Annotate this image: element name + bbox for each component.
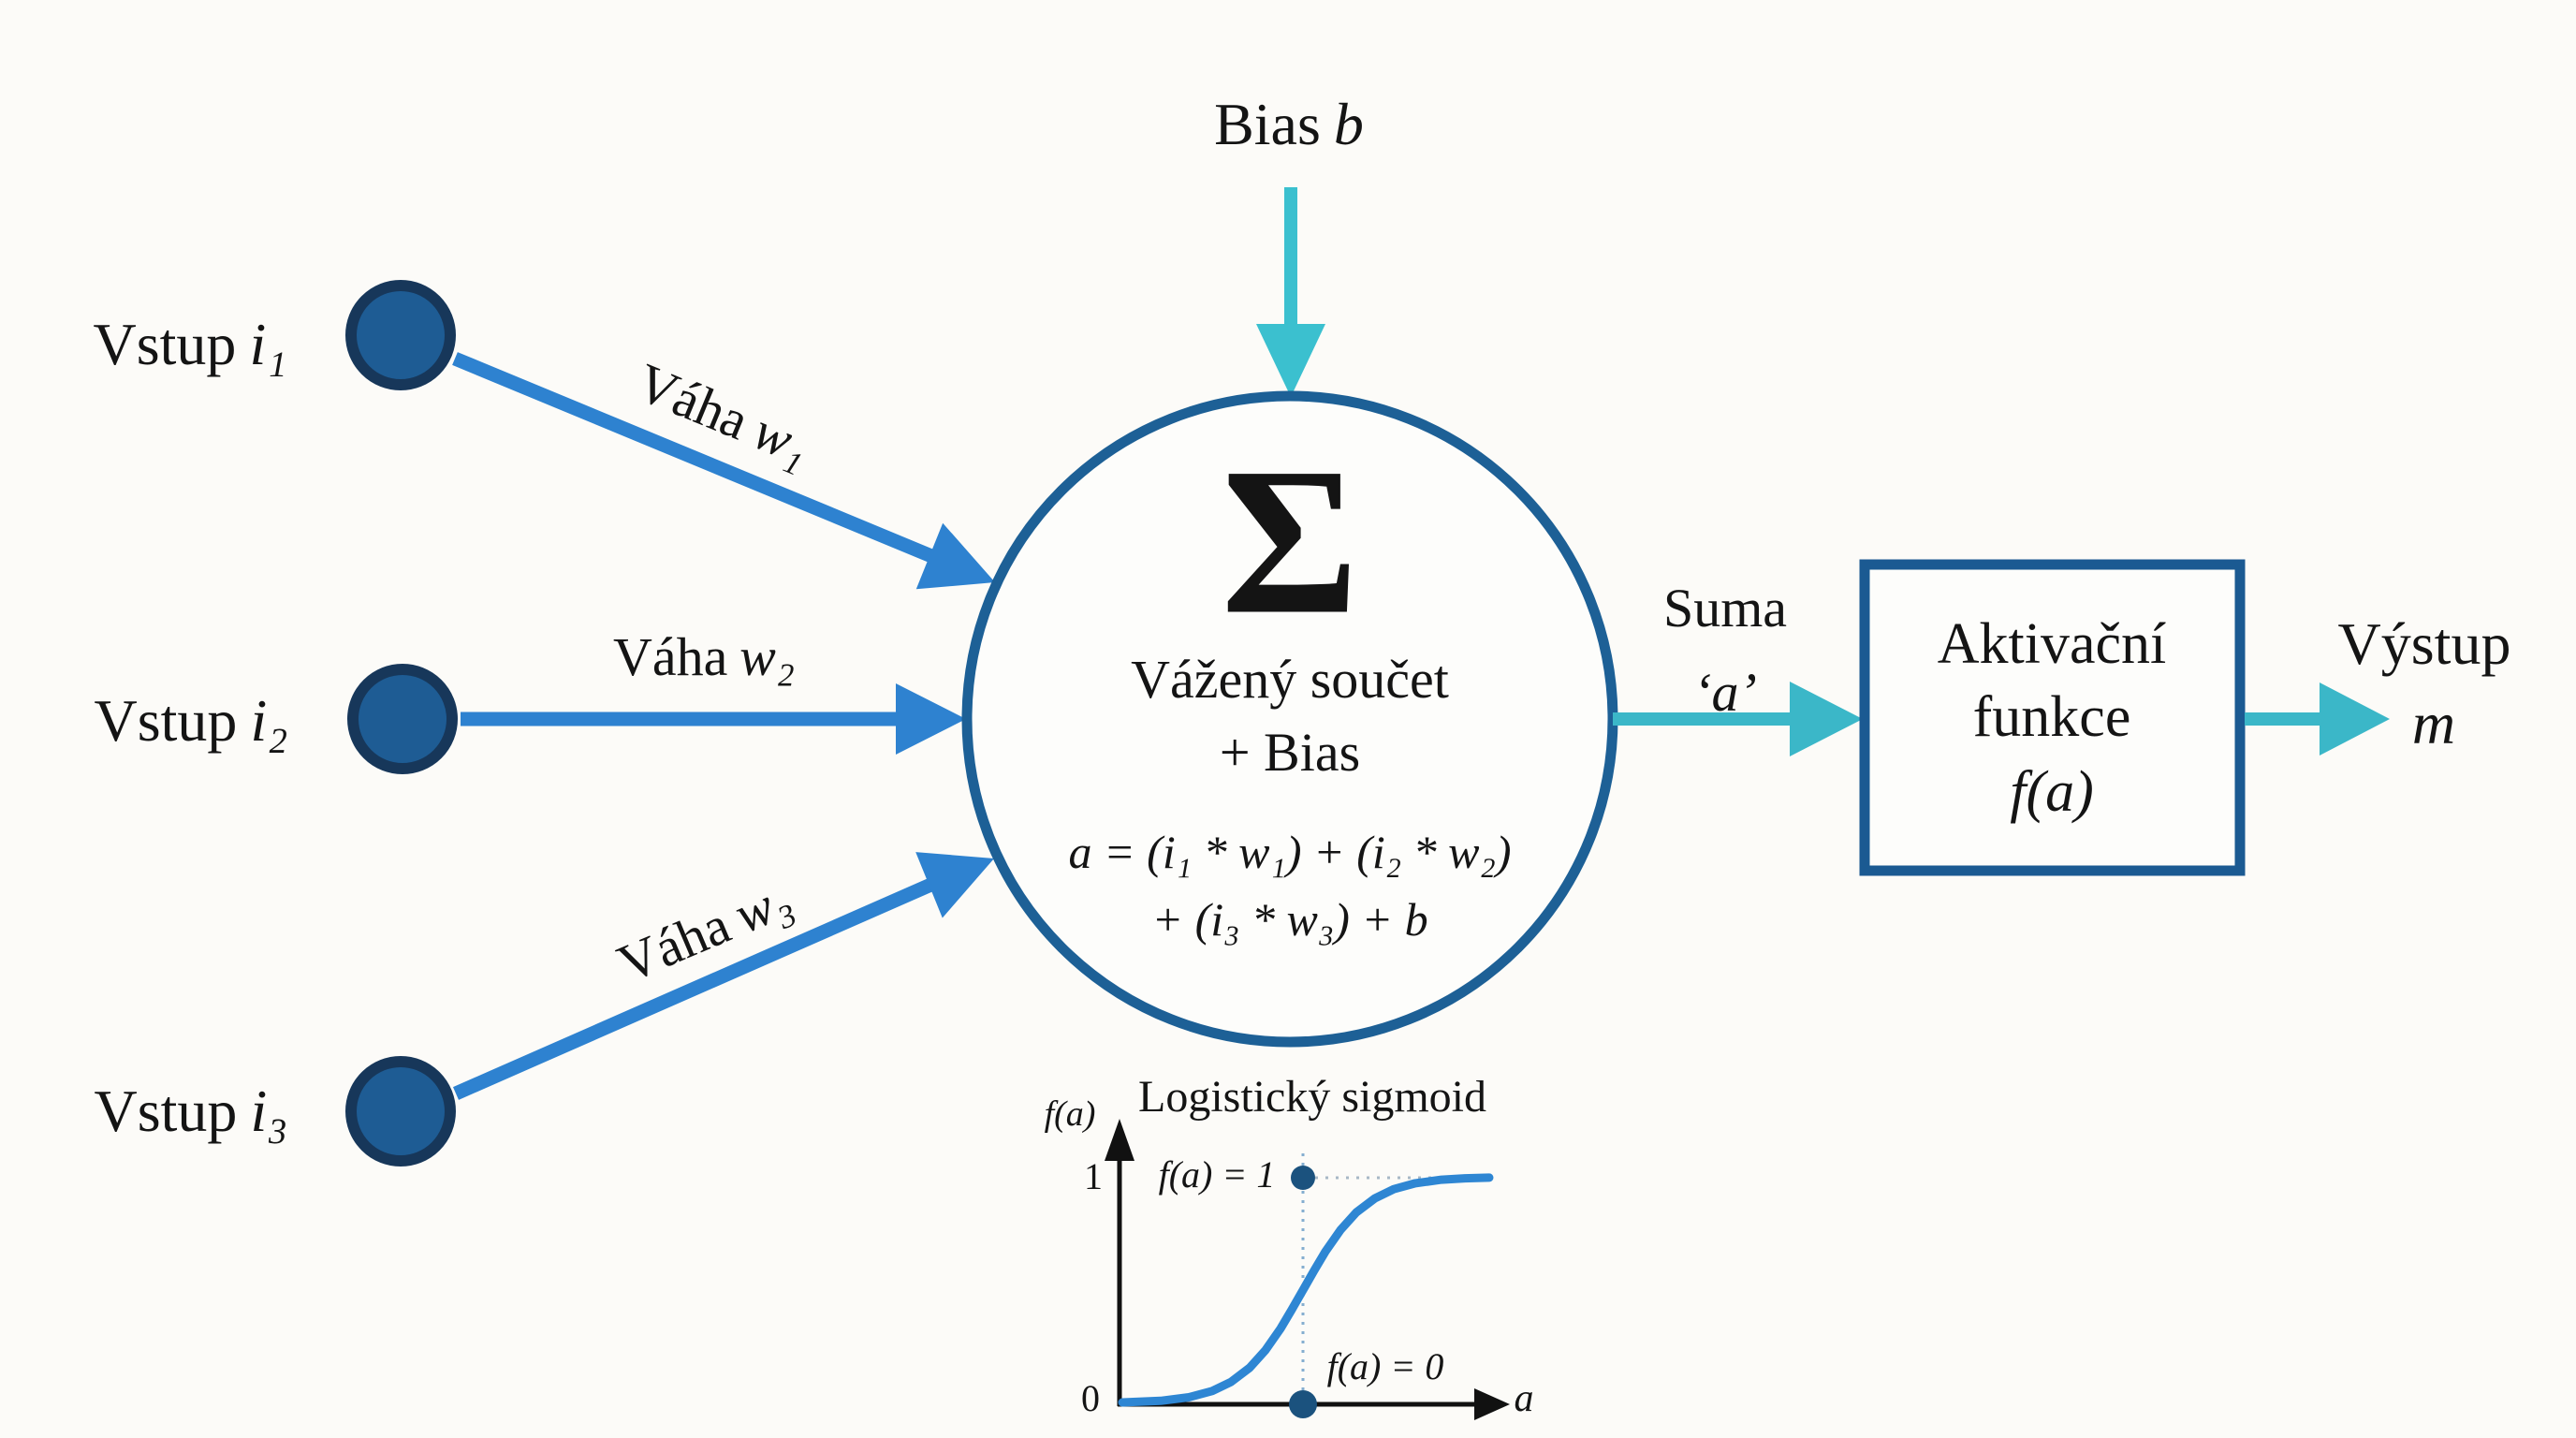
input-node-1 [345,280,456,390]
activation-box-line1: Aktivační [1937,612,2167,676]
sigmoid-y-axis-label: f(a) [1044,1094,1096,1134]
bias-label-word: Bias [1214,91,1321,157]
sigmoid-point-bottom [1289,1390,1317,1418]
neuron-formula-line1: a = (i₁ * w₁) + (i₂ * w₂) [1068,826,1512,878]
neuron-formula-line2: + (i₃ * w₃) + b [1151,893,1428,946]
sigmoid-y-axis [1105,1119,1134,1406]
sigmoid-tick-1: 1 [1084,1155,1103,1197]
weight-arrow-2 [461,683,966,755]
output-arrow [2245,682,2390,756]
input-node-3 [345,1056,456,1167]
input-label-1-word: Vstup [93,311,237,377]
neuron-title-line2: + Bias [1219,722,1361,783]
sigmoid-plot [1105,1119,1510,1420]
sum-label-word: Suma [1662,578,1788,638]
input-label-2-word: Vstup [94,687,238,754]
sigmoid-tick-0: 0 [1081,1377,1100,1419]
neuron-title-line1: Vážený součet [1131,649,1449,710]
weight-arrow-3 [452,852,994,1100]
sum-arrow [1613,682,1863,756]
bias-label-symbol: b [1333,91,1364,157]
bias-arrow [1256,187,1325,397]
weight-label-2-symbol: w₂ [739,626,795,687]
activation-function-box [1859,559,2246,876]
weight-arrow-1 [452,352,995,590]
activation-box-line3: f(a) [2010,760,2094,824]
output-label-symbol: m [2411,690,2456,756]
sigmoid-x-axis-label: a [1514,1377,1534,1420]
output-label-word: Výstup [2337,610,2511,677]
sigmoid-curve [1118,1173,1494,1407]
input-label-3-symbol: i₃ [250,1078,288,1144]
sigmoid-annotation-bottom: f(a) = 0 [1326,1345,1444,1387]
sum-label-symbol: ‘a’ [1693,662,1757,723]
input-label-2-symbol: i₂ [250,687,288,754]
sigma-symbol: Σ [1221,423,1359,658]
input-label-1-symbol: i₁ [249,311,287,377]
input-label-3-word: Vstup [94,1078,238,1144]
activation-box-line2: funkce [1972,685,2131,749]
sigmoid-annotation-top: f(a) = 1 [1158,1153,1276,1196]
weight-label-2-word: Váha [613,626,728,687]
input-node-2 [347,664,458,774]
sigmoid-point-top [1291,1166,1315,1190]
sigmoid-title: Logistický sigmoid [1138,1072,1486,1122]
